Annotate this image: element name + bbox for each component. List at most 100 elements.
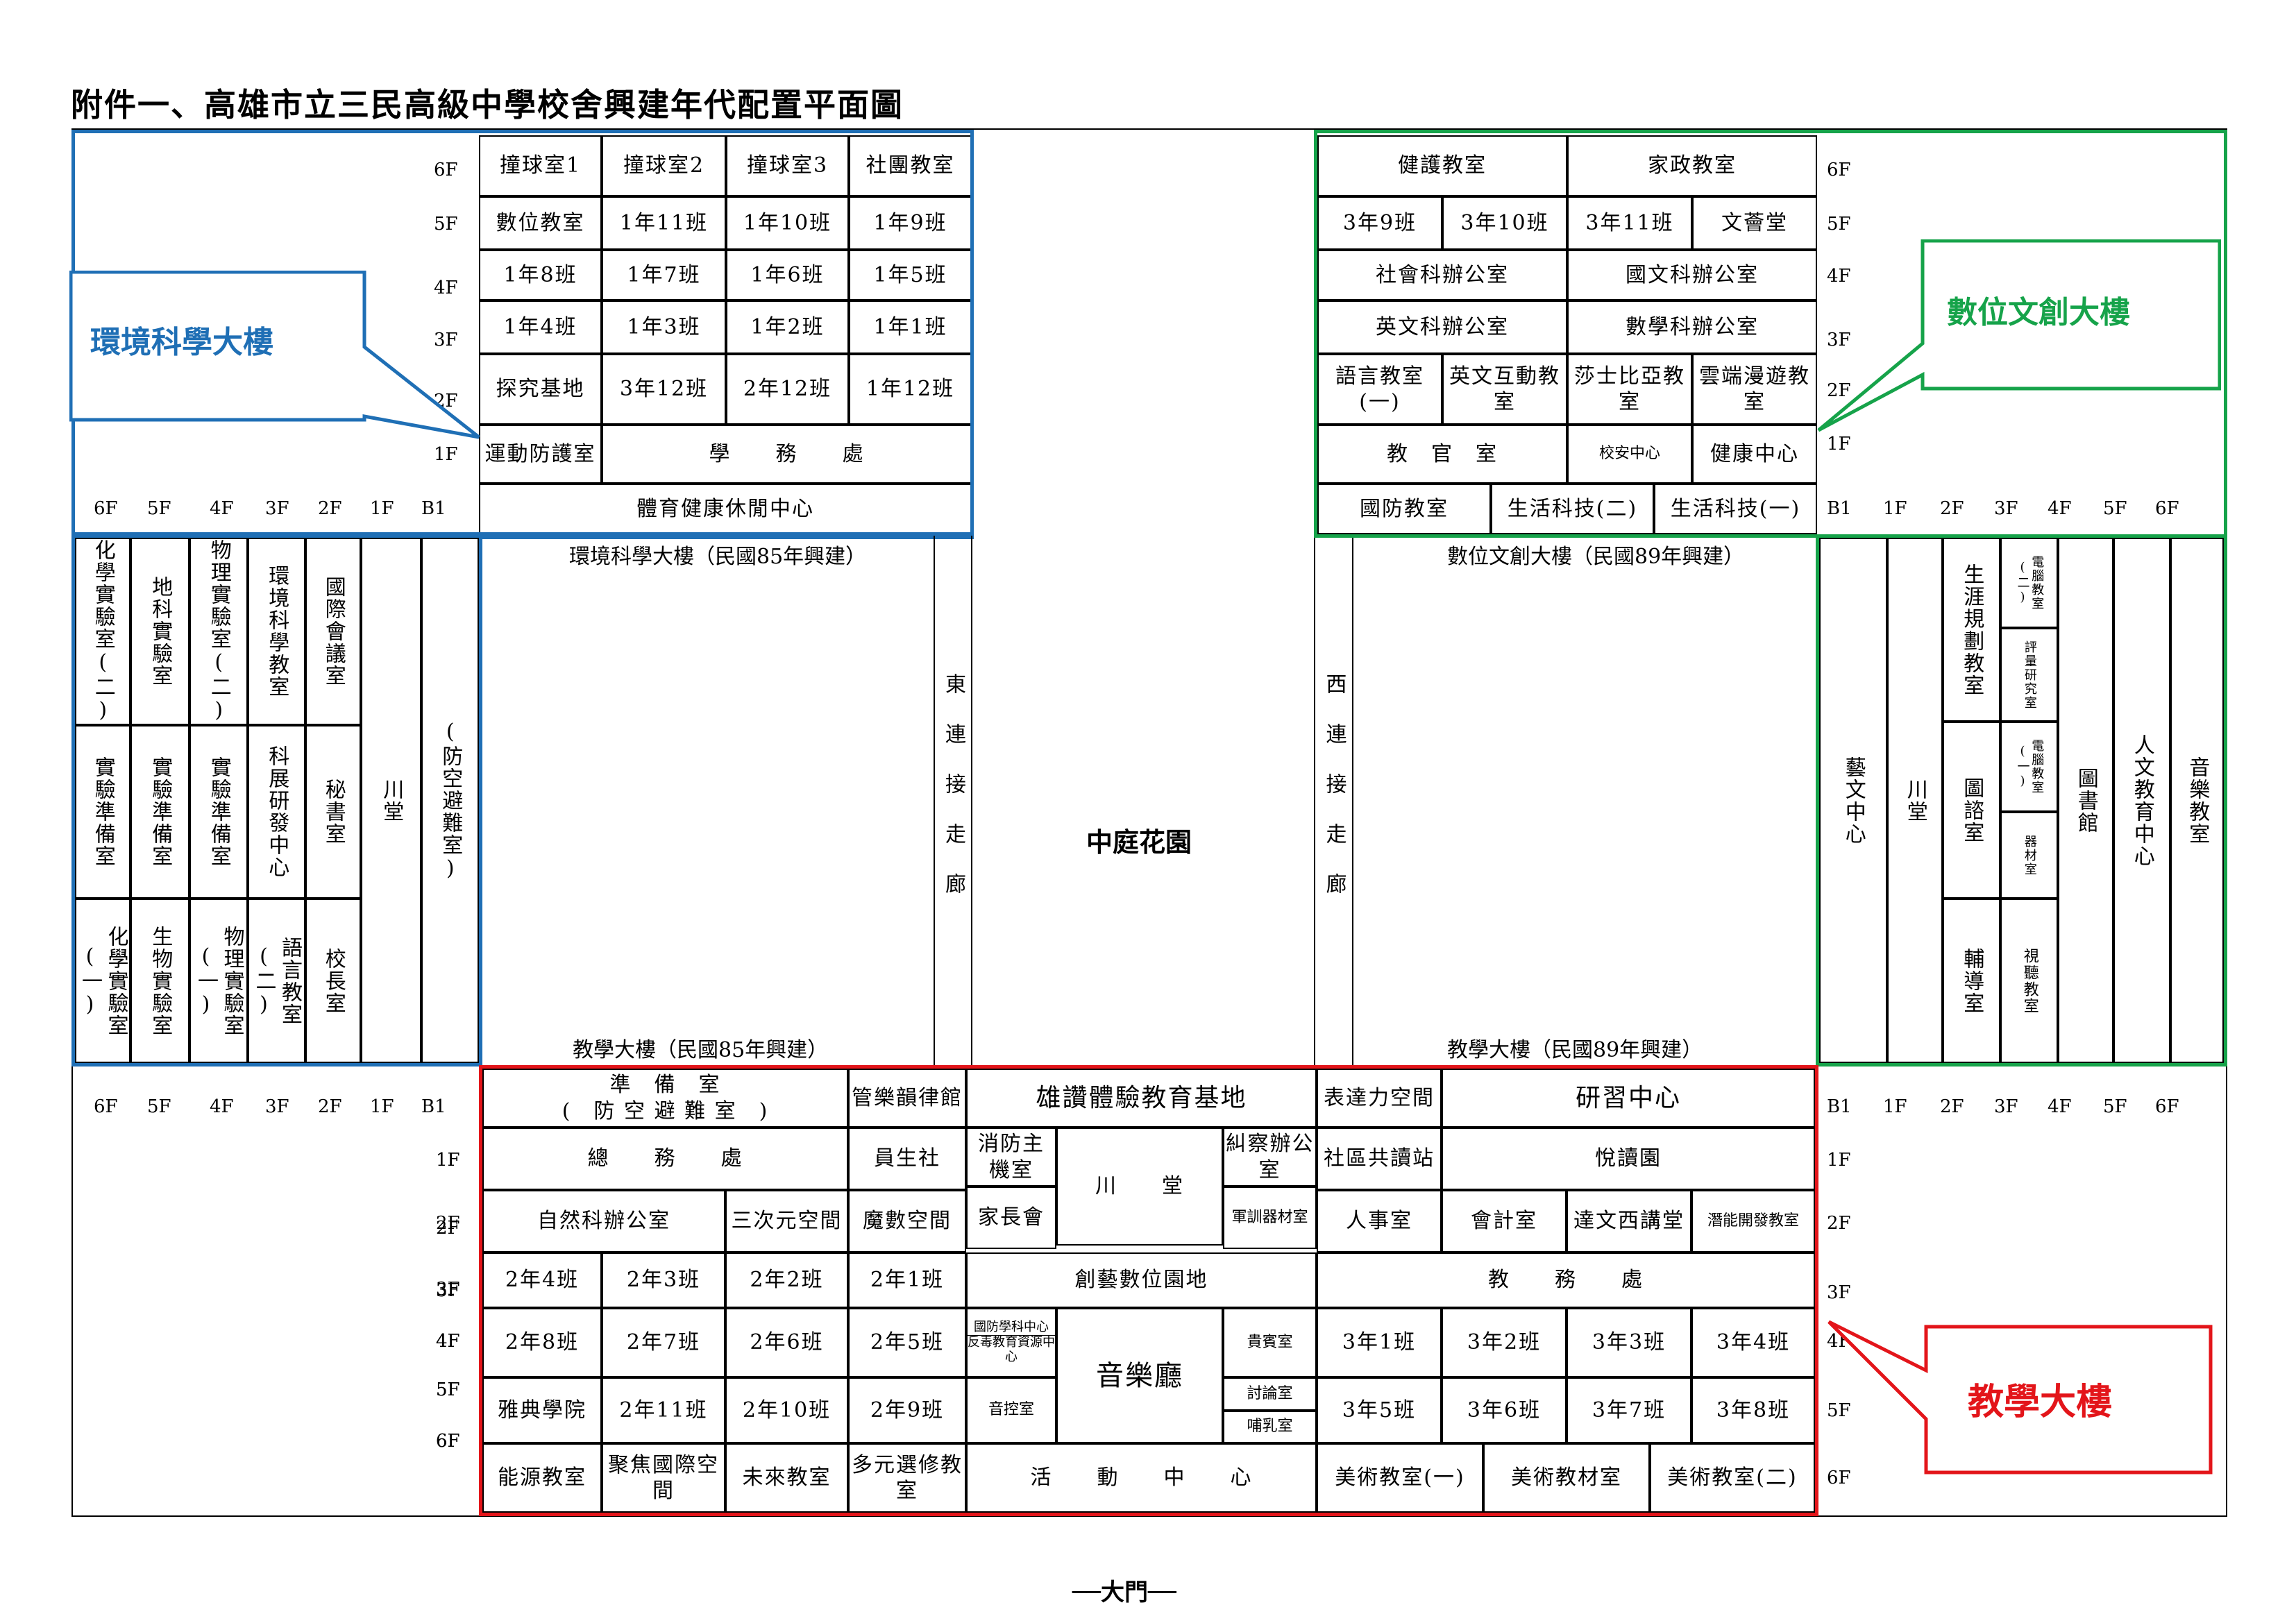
teach-r4e-3: 3年4班 xyxy=(1691,1308,1815,1377)
west-mid-2: 實驗準備室 xyxy=(189,725,248,899)
teach-r5w-0: 2年11班 xyxy=(602,1377,725,1443)
teach-left-floor-3F: 3F xyxy=(436,1280,460,1301)
teach-nds-center: 國防學科中心反毒教育資源中心 xyxy=(966,1308,1056,1377)
callout-teach-text: 教學大樓 xyxy=(1968,1382,2113,1423)
east-reading-text: 圖諮室 xyxy=(1959,776,1984,844)
west-bot-2: 物理實驗室(一) xyxy=(189,899,248,1063)
teach-r3w-2: 2年2班 xyxy=(725,1252,848,1308)
dig-r2-2: 莎士比亞教室 xyxy=(1567,354,1692,425)
east-floor-4F: 4F xyxy=(2048,498,2072,519)
callout-digital xyxy=(1817,239,2221,432)
teach-lf-2F: 2F xyxy=(436,1213,460,1234)
dig-r2-1: 英文互動教室 xyxy=(1442,354,1567,425)
teach-music-hall: 音樂廳 xyxy=(1056,1308,1223,1443)
teach-discipline: 糾察辦公室 xyxy=(1223,1128,1317,1187)
east-corridor-left-line xyxy=(934,536,935,1067)
teach-r5e-1: 3年6班 xyxy=(1442,1377,1567,1443)
east-corridor: 東連接走廊 xyxy=(941,673,965,923)
dig-r5-3: 文薈堂 xyxy=(1692,196,1817,250)
teach-r4w-3: 2年5班 xyxy=(848,1308,966,1377)
env-room-r2-2: 2年12班 xyxy=(726,354,849,425)
teach-focus: 聚焦國際空間 xyxy=(602,1443,725,1513)
west-bottom-floor-6F: 6F xyxy=(94,1096,118,1117)
teach-rf-6F: 6F xyxy=(1827,1468,1851,1488)
teach-left-floor-4F: 4F xyxy=(436,1331,460,1352)
env-room-r2-0: 探究基地 xyxy=(479,354,602,425)
teach-future: 未來教室 xyxy=(725,1443,848,1513)
east-comp2-text: 電腦教室(二) xyxy=(2015,555,2045,611)
west-top-2-text: 物理實驗室(二) xyxy=(206,539,231,724)
west-top-3: 環境科學教室 xyxy=(248,538,305,725)
teach-parents: 家長會 xyxy=(966,1187,1056,1249)
west-floor-6F: 6F xyxy=(94,498,118,519)
west-top-1-text: 地科實驗室 xyxy=(148,576,173,687)
east-eval: 評量研究室 xyxy=(2000,628,2058,722)
west-shelter: (防空避難室) xyxy=(421,538,479,1063)
env-student-affairs: 學 務 處 xyxy=(602,425,972,484)
callout-env xyxy=(69,271,480,439)
east-equip-text: 器材室 xyxy=(2022,834,2037,876)
east-floor-2F: 2F xyxy=(1940,498,1964,519)
dig-social: 社會科辦公室 xyxy=(1317,250,1567,300)
teach-r4e-2: 3年3班 xyxy=(1567,1308,1691,1377)
teach-r5w-1: 2年10班 xyxy=(725,1377,848,1443)
west-floor-2F: 2F xyxy=(318,498,342,519)
dig-floor-4F: 4F xyxy=(1827,266,1851,287)
teach-magic-space: 魔數空間 xyxy=(848,1190,966,1252)
callout-env-text: 環境科學大樓 xyxy=(90,325,273,360)
east-art-center: 藝文中心 xyxy=(1819,538,1887,1063)
west-chuan: 川堂 xyxy=(361,538,421,1063)
teach-anti-drug: 反毒教育資源中心 xyxy=(968,1335,1055,1364)
east-music: 音樂教室 xyxy=(2170,538,2224,1063)
teach-nds-line: 國防學科中心 xyxy=(968,1320,1055,1336)
east-humanities: 人文教育中心 xyxy=(2113,538,2170,1063)
west-bot-3: 語言教室(二) xyxy=(248,899,305,1063)
west-bottom-floor-1F: 1F xyxy=(370,1096,394,1117)
west-corridor-right-line xyxy=(1352,536,1353,1067)
dig-safety-center: 校安中心 xyxy=(1567,425,1692,484)
teach-rf-3F: 3F xyxy=(1827,1282,1851,1303)
page-title: 附件一、高雄市立三民高級中學校舍興建年代配置平面圖 xyxy=(71,86,904,124)
env-floor-4F: 4F xyxy=(434,278,458,298)
digital-built-year: 數位文創大樓（民國89年興建） xyxy=(1447,545,1745,569)
teach-training-center: 研習中心 xyxy=(1442,1069,1815,1128)
env-room-r6-2: 撞球室3 xyxy=(726,135,849,196)
env-room-r4-2: 1年6班 xyxy=(726,250,849,300)
teach-r4w-0: 2年8班 xyxy=(482,1308,602,1377)
east-comp1: 電腦教室(一) xyxy=(2000,722,2058,812)
teach-guest-room: 貴賓室 xyxy=(1223,1308,1317,1377)
teach-energy: 能源教室 xyxy=(482,1443,602,1513)
teach-hall: 川 堂 xyxy=(1056,1128,1223,1246)
teach-left-floor-6F: 6F xyxy=(436,1431,460,1452)
teach-r5e-2: 3年7班 xyxy=(1567,1377,1691,1443)
dig-r5-2: 3年11班 xyxy=(1567,196,1692,250)
teach-athens: 雅典學院 xyxy=(482,1377,602,1443)
env-room-r4-1: 1年7班 xyxy=(602,250,726,300)
dig-health-room: 健護教室 xyxy=(1317,135,1567,196)
teach-accounting: 會計室 xyxy=(1442,1190,1567,1252)
east-bottom-floor-5F: 5F xyxy=(2103,1096,2127,1117)
env-room-r5-0: 數位教室 xyxy=(479,196,602,250)
teach-military-equip: 軍訓器材室 xyxy=(1223,1187,1317,1249)
west-chuan-text: 川堂 xyxy=(379,778,404,823)
east-counsel: 輔導室 xyxy=(1943,899,2000,1063)
teach-lf-3F: 3F xyxy=(436,1279,460,1300)
east-chuan: 川堂 xyxy=(1887,538,1943,1063)
east-bottom-floor-1F: 1F xyxy=(1883,1096,1907,1117)
west-top-1: 地科實驗室 xyxy=(130,538,189,725)
env-floor-6F: 6F xyxy=(434,160,458,180)
dig-math: 數學科辦公室 xyxy=(1567,300,1817,354)
dig-military-office: 教 官 室 xyxy=(1317,425,1567,484)
west-floor-1F: 1F xyxy=(370,498,394,519)
west-bot-1: 生物實驗室 xyxy=(130,899,189,1063)
env-floor-1F: 1F xyxy=(434,444,458,465)
dig-tech-1: 生活科技(一) xyxy=(1654,484,1817,534)
east-av: 視聽教室 xyxy=(2000,899,2058,1063)
env-room-r3-0: 1年4班 xyxy=(479,300,602,354)
east-comp2: 電腦教室(二) xyxy=(2000,538,2058,628)
teach-r5w-2: 2年9班 xyxy=(848,1377,966,1443)
teach-community: 社區共讀站 xyxy=(1317,1128,1442,1190)
west-bottom-floor-4F: 4F xyxy=(210,1096,234,1117)
west-top-2: 物理實驗室(二) xyxy=(189,538,248,725)
east-wing-frame xyxy=(1816,536,2227,1067)
